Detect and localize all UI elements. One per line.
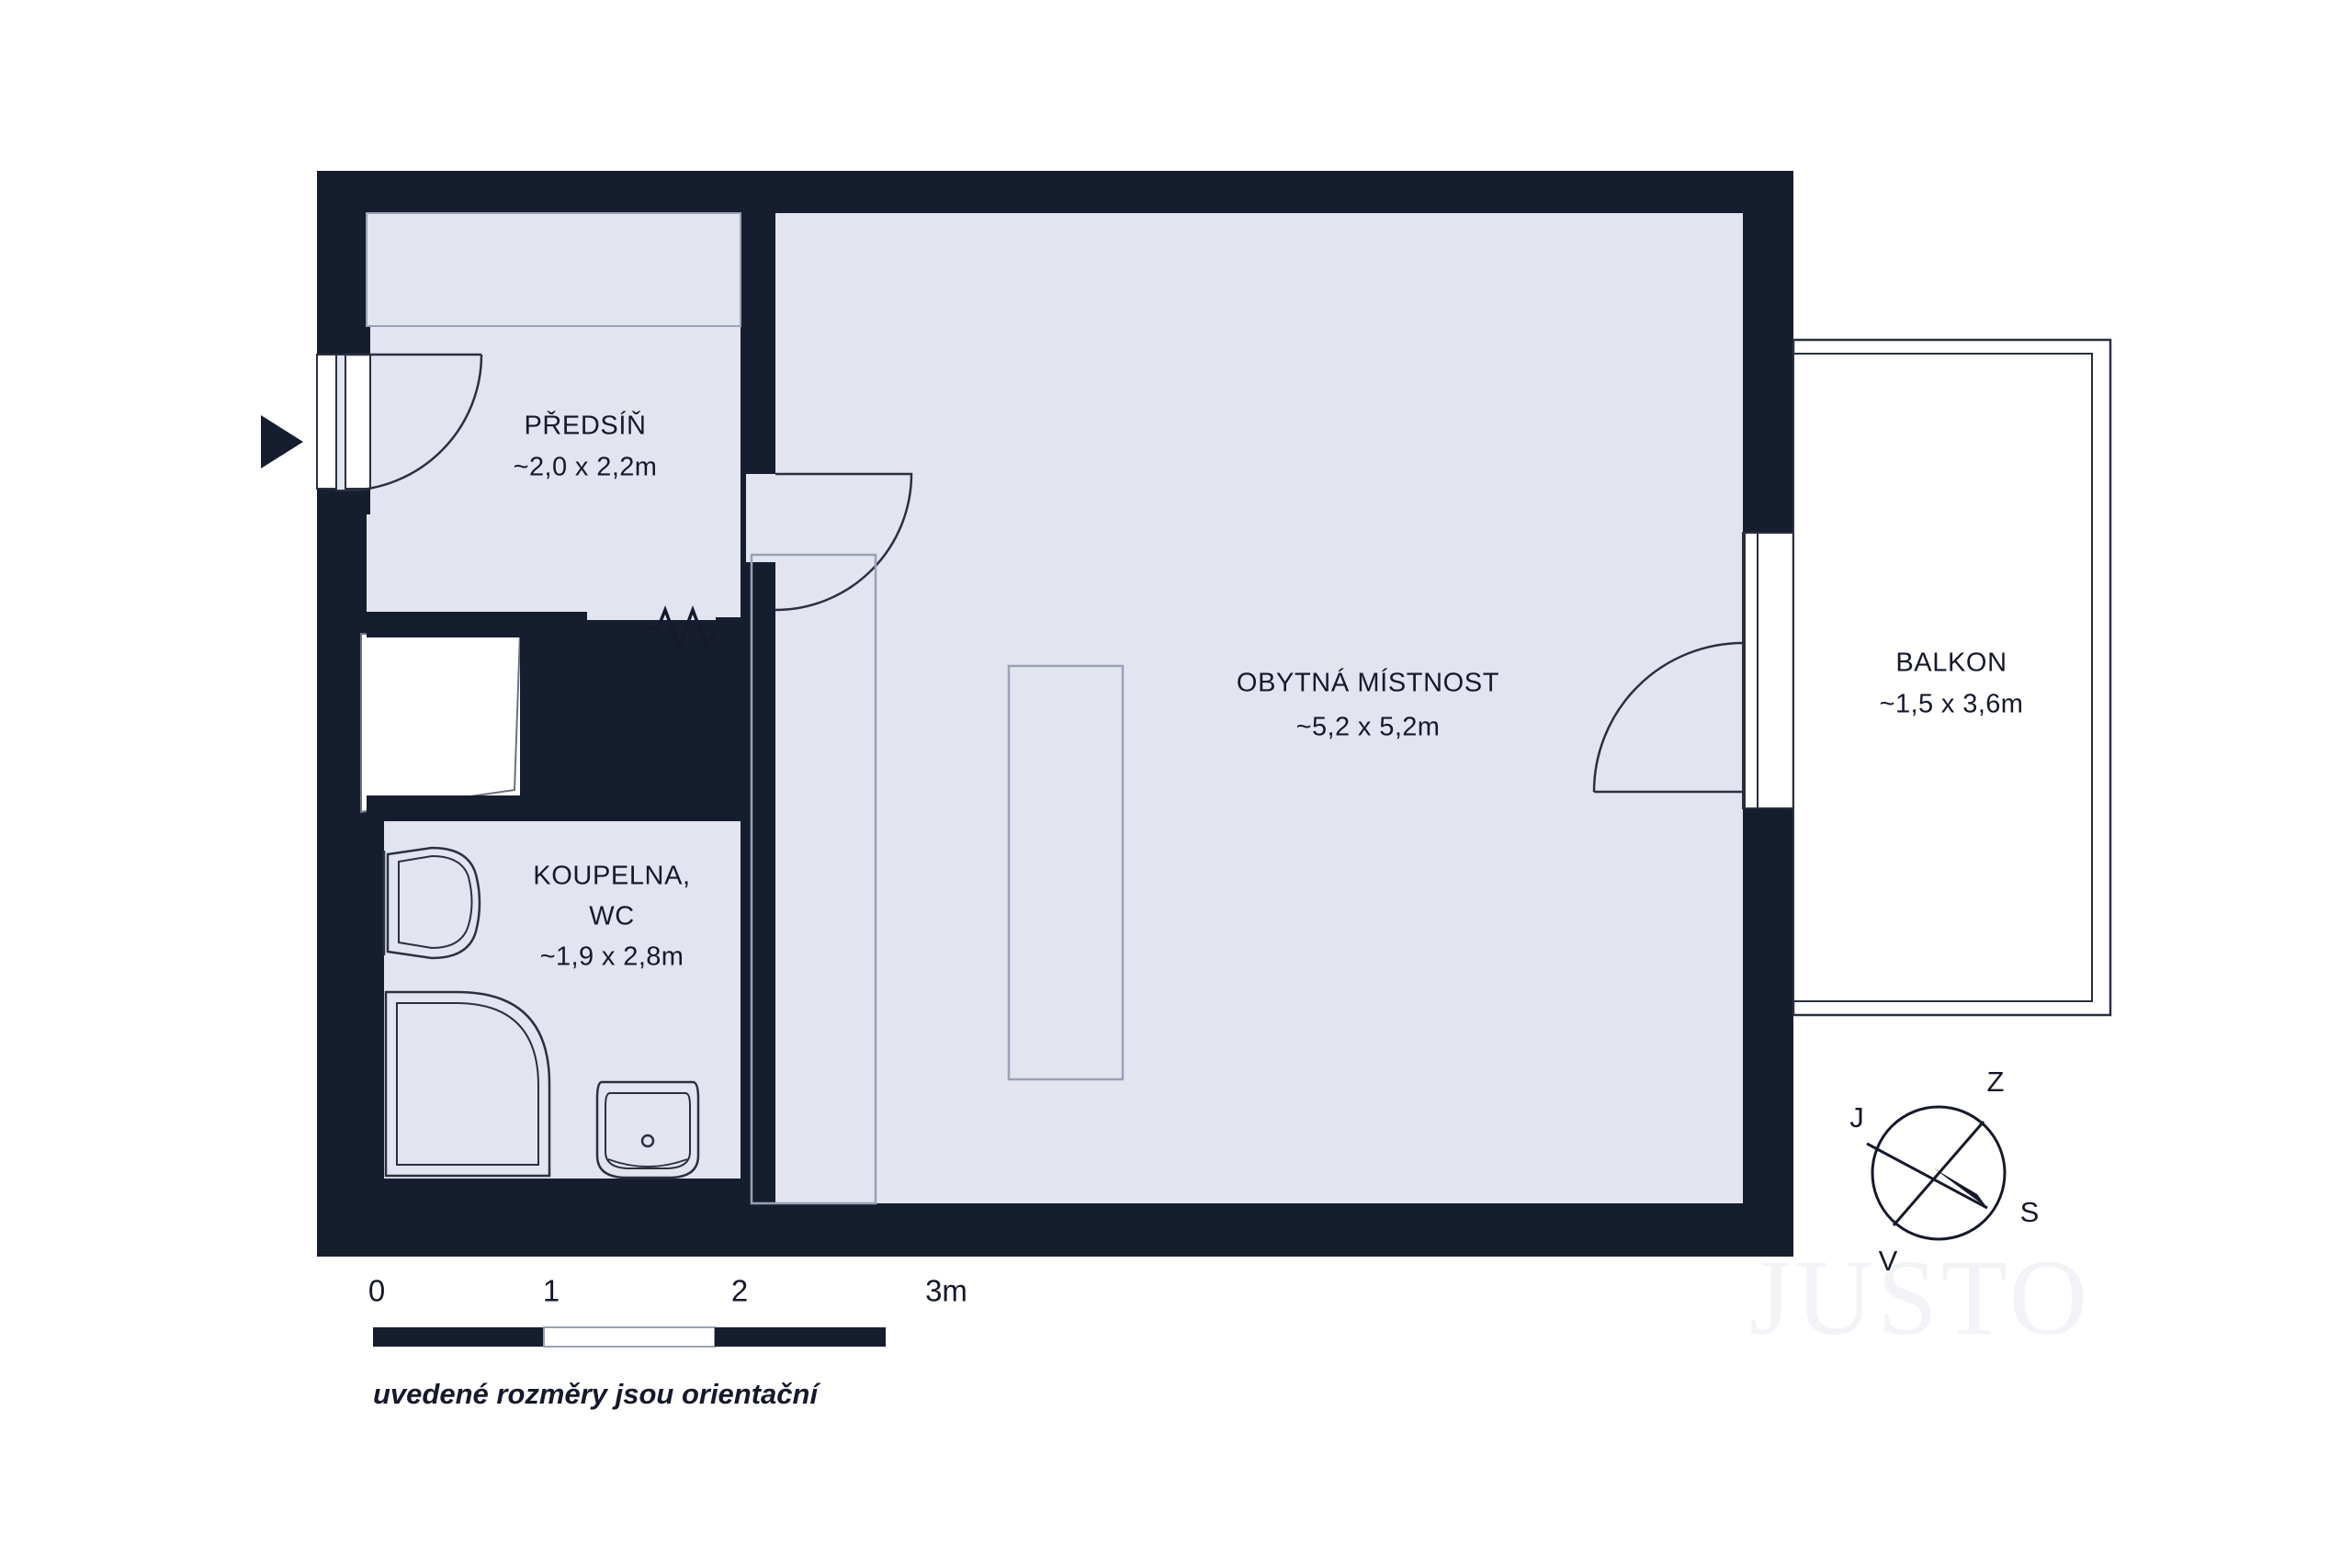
washbasin-drain: [640, 1134, 655, 1148]
room-dim-koupelna: ~1,9 x 2,8m: [540, 942, 684, 972]
compass-needle: [1934, 1168, 1987, 1208]
scale-seg-2-3: [715, 1327, 886, 1347]
compass-axis-ns: [1892, 1121, 1985, 1226]
room-fill-koupelna: [384, 820, 741, 1179]
balcony-door-swing-arc: [1592, 641, 1744, 793]
washbasin-inner: [605, 1092, 691, 1169]
compass-label-west: Z: [1987, 1066, 2005, 1098]
radiator-zigzag: [645, 605, 741, 651]
wall-niche-right: [520, 612, 548, 816]
wall-entry-jamb-upper: [317, 171, 370, 355]
radiator-icon: [645, 605, 743, 651]
interior-walls: [317, 171, 775, 1203]
wall-predsin-living-lower: [741, 562, 775, 1203]
shower-tray-outer: [384, 990, 551, 1178]
washbasin-icon: [595, 1080, 700, 1179]
room-label-koupelna-line2: WC: [589, 902, 635, 931]
room-label-balkon: BALKON: [1895, 649, 2007, 678]
wall-predsin-bath: [367, 612, 587, 637]
living-room-furniture: [750, 553, 1125, 1205]
room-fills: [360, 213, 1743, 1203]
compass-label-north: S: [2020, 1196, 2040, 1228]
scale-tick-0: 0: [368, 1274, 385, 1308]
radiator-wall-tab: [716, 617, 743, 641]
shower-tray-inner: [396, 1002, 539, 1166]
doors: [261, 353, 1794, 809]
scale-tick-2: 2: [731, 1274, 748, 1308]
scale-bar: 0 1 2 3m uvedené rozměry jsou orientační: [368, 1274, 967, 1410]
scale-tick-1: 1: [543, 1274, 560, 1308]
washbasin-front-curve: [607, 1158, 688, 1168]
balcony: [1792, 338, 2112, 1017]
room-label-koupelna-line1: KOUPELNA,: [533, 862, 690, 891]
entrance-door-icon: [316, 353, 483, 492]
room-dim-obytna: ~5,2 x 5,2m: [1296, 713, 1441, 742]
built-in-closet: [366, 212, 741, 327]
entrance-arrow-icon: [261, 415, 303, 468]
compass-rose: Z J S V: [1849, 1066, 2039, 1277]
balcony-door-leaf: [1744, 532, 1758, 809]
bathroom-fixtures: [382, 846, 700, 1179]
scale-seg-1-2: [543, 1326, 716, 1348]
entrance-door-leaf: [335, 354, 346, 491]
furniture-left-strip: [750, 553, 877, 1205]
closet-outline: [366, 212, 741, 327]
washbasin-outer: [595, 1080, 700, 1179]
shaft-niche-leaf: [360, 633, 522, 814]
compass-label-east: V: [1879, 1245, 1898, 1277]
toilet-bowl-inner: [398, 854, 473, 950]
wc-toilet-icon: [382, 846, 481, 960]
room-label-predsin: PŘEDSÍŇ: [524, 411, 646, 441]
compass-label-south: J: [1849, 1101, 1864, 1134]
room-labels: PŘEDSÍŇ ~2,0 x 2,2m KOUPELNA, WC ~1,9 x …: [514, 411, 2024, 972]
balcony-inner-outline: [1792, 353, 2093, 1002]
wall-bath-top: [367, 795, 743, 821]
justo-watermark: JUSTO: [1749, 1237, 2091, 1358]
corner-shower-icon: [384, 990, 551, 1178]
compass-circle: [1871, 1105, 2007, 1241]
room-dim-balkon: ~1,5 x 3,6m: [1880, 690, 2024, 719]
room-dim-predsin: ~2,0 x 2,2m: [514, 453, 658, 482]
scale-seg-0-1: [373, 1327, 544, 1347]
toilet-bowl-outer: [386, 846, 481, 960]
scale-tick-3: 3m: [925, 1274, 967, 1308]
wall-predsin-living-upper: [741, 171, 775, 474]
compass-axis-ew: [1866, 1142, 1988, 1210]
entrance-arrow-triangle: [261, 415, 303, 468]
room-fill-predsin-lower: [367, 501, 741, 620]
scale-note: uvedené rozměry jsou orientační: [373, 1378, 820, 1410]
entrance-door-swing-arc: [345, 354, 483, 492]
room-label-obytna: OBYTNÁ MÍSTNOST: [1237, 668, 1499, 698]
balcony-door-icon: [1592, 532, 1794, 809]
furniture-island: [1007, 664, 1125, 1081]
room-fill-obytna: [746, 213, 1743, 1203]
